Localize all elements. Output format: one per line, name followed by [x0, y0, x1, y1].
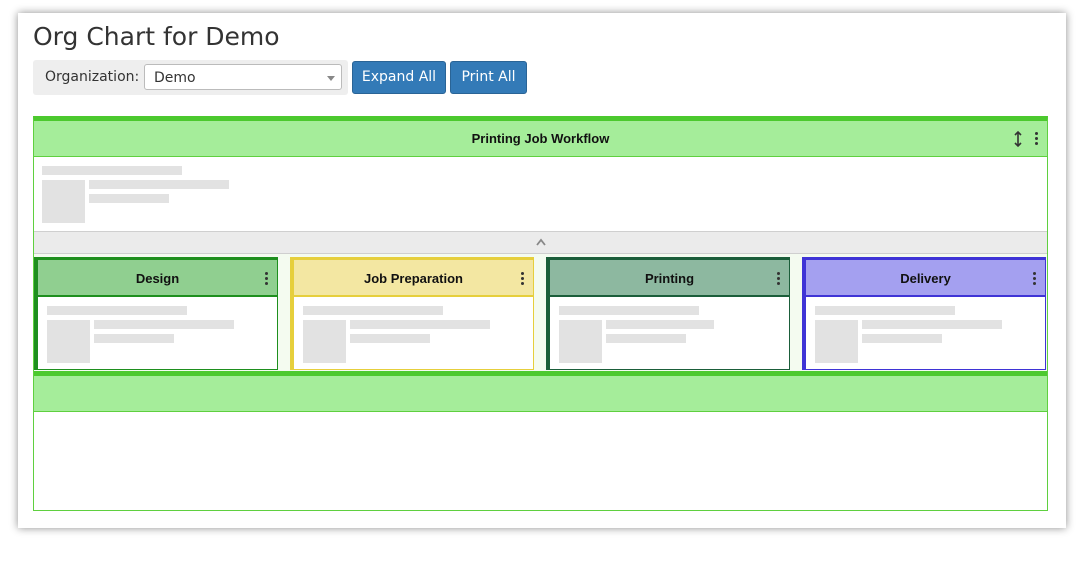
collapse-toggle[interactable] [34, 231, 1047, 254]
placeholder-line [815, 306, 955, 315]
expand-all-button[interactable]: Expand All [352, 61, 446, 94]
placeholder-line [862, 334, 942, 343]
placeholder-line [89, 180, 229, 189]
placeholder-line [350, 320, 490, 329]
organization-select-value: Demo [154, 70, 196, 86]
divider [34, 371, 1047, 376]
child-node-header: Printing [550, 260, 789, 297]
child-node-title: Design [135, 271, 180, 286]
page-title: Org Chart for Demo [33, 22, 280, 51]
print-all-button[interactable]: Print All [450, 61, 527, 94]
workflow-body [34, 157, 1047, 231]
organization-select[interactable]: Demo [144, 64, 342, 90]
child-node-design[interactable]: Design [34, 257, 278, 370]
placeholder-line [862, 320, 1002, 329]
placeholder-avatar [559, 320, 602, 363]
workflow-header: Printing Job Workflow [34, 121, 1047, 157]
placeholder-line [350, 334, 430, 343]
placeholder-line [303, 306, 443, 315]
chevron-up-icon [535, 238, 546, 246]
workflow-footer-band [34, 376, 1047, 412]
resize-vertical-icon[interactable] [1013, 130, 1023, 148]
organization-label: Organization: [45, 69, 140, 85]
placeholder-line [47, 306, 187, 315]
placeholder-line [89, 194, 169, 203]
child-node-header: Delivery [806, 260, 1045, 297]
child-node-header: Design [38, 260, 277, 297]
child-node-job-preparation[interactable]: Job Preparation [290, 257, 534, 370]
node-menu-icon[interactable] [521, 272, 525, 286]
workflow-title: Printing Job Workflow [471, 131, 610, 146]
workflow-menu-icon[interactable] [1035, 132, 1039, 146]
placeholder-avatar [815, 320, 858, 363]
organization-filter-bar: Organization: Demo [33, 60, 348, 95]
placeholder-line [559, 306, 699, 315]
child-node-printing[interactable]: Printing [546, 257, 790, 370]
placeholder-avatar [47, 320, 90, 363]
workflow-node: Printing Job Workflow Design [33, 116, 1048, 511]
placeholder-line [606, 334, 686, 343]
placeholder-line [94, 334, 174, 343]
child-node-title: Job Preparation [364, 271, 463, 286]
child-node-title: Printing [644, 271, 695, 286]
placeholder-avatar [303, 320, 346, 363]
child-node-header: Job Preparation [294, 260, 533, 297]
placeholder-line [42, 166, 182, 175]
child-node-delivery[interactable]: Delivery [802, 257, 1046, 370]
chevron-down-icon [327, 76, 335, 81]
child-node-title: Delivery [900, 271, 951, 286]
child-nodes-row: Design Job Preparation [34, 254, 1047, 371]
placeholder-avatar [42, 180, 85, 223]
placeholder-line [606, 320, 714, 329]
node-menu-icon[interactable] [777, 272, 781, 286]
node-menu-icon[interactable] [1033, 272, 1037, 286]
node-menu-icon[interactable] [265, 272, 269, 286]
org-chart-window: Org Chart for Demo Organization: Demo Ex… [18, 13, 1066, 528]
placeholder-line [94, 320, 234, 329]
